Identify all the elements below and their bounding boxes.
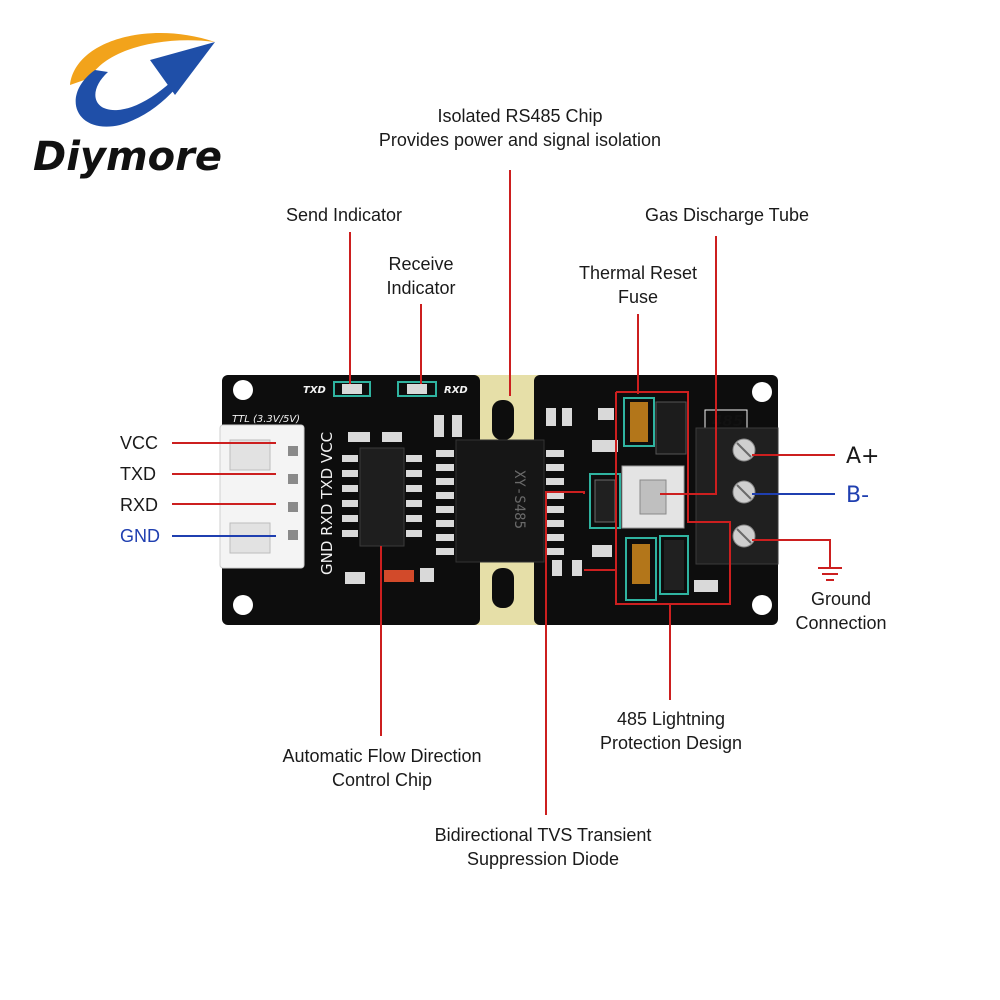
smd-part [552, 560, 562, 576]
ttl-header-slot [229, 439, 271, 471]
label-thermal-line2: Fuse [618, 287, 658, 307]
ground-symbol-icon [818, 567, 842, 581]
screw-slot [736, 442, 752, 458]
smd-part [348, 432, 370, 442]
label-gnd: GND [120, 526, 160, 546]
label-receive-line2: Indicator [386, 278, 455, 298]
isolated-rs485-chip [436, 439, 564, 563]
label-receive-line1: Receive [388, 254, 453, 274]
screw-slot [736, 528, 752, 544]
receive-led-highlight [397, 381, 437, 397]
mount-hole [233, 380, 253, 400]
send-led [342, 384, 362, 394]
lower-fuse-highlight [625, 537, 657, 601]
label-flow-line2: Control Chip [332, 770, 432, 790]
silk-txd-label: TXD [303, 385, 326, 396]
label-isolated-chip-line2: Provides power and signal isolation [379, 130, 661, 150]
lower-diode [664, 540, 684, 590]
brand-name: Diymore [33, 134, 222, 180]
smd-part [345, 572, 365, 584]
smd-part [562, 408, 572, 426]
lightning-protection-frame [615, 391, 731, 605]
smd-part [572, 560, 582, 576]
label-txd: TXD [120, 464, 156, 484]
smd-part [694, 580, 718, 592]
label-ground-line2: Connection [795, 613, 886, 633]
blue-leader-lines [172, 493, 835, 537]
rs485-module-board: TTL (3.3V/5V) GND RXD TXD VCC TXD RXD [219, 375, 779, 625]
label-lightning-line1: 485 Lightning [617, 709, 725, 729]
thermal-fuse [630, 402, 648, 442]
mount-hole [752, 595, 772, 615]
smd-part [592, 440, 618, 452]
ttl-pin [288, 530, 298, 540]
smd-part [434, 415, 444, 437]
gap-slot-top [492, 400, 514, 440]
label-isolated-chip-line1: Isolated RS485 Chip [437, 106, 602, 126]
label-tvs-line2: Suppression Diode [467, 849, 619, 869]
silk-ttl-label: TTL (3.3V/5V) [232, 414, 300, 425]
leader-gas-tube [660, 236, 717, 495]
smd-part [452, 415, 462, 437]
leader-lines [172, 170, 835, 815]
lower-diode-highlight [659, 535, 689, 595]
mount-hole [752, 382, 772, 402]
smd-part [655, 401, 687, 455]
label-gas-tube: Gas Discharge Tube [645, 205, 809, 225]
lower-fuse [632, 544, 650, 584]
smd-part [592, 545, 612, 557]
gas-discharge-tube-center [639, 479, 667, 515]
smd-part [382, 432, 402, 442]
logo-blue-swoosh [75, 45, 205, 127]
mount-hole [233, 595, 253, 615]
ttl-pin [288, 502, 298, 512]
receive-led [407, 384, 427, 394]
label-b-minus: B- [846, 483, 869, 508]
chip-marking: XY-S485 [511, 470, 527, 529]
gap-slot-bottom [492, 568, 514, 608]
diymore-logo: Diymore [33, 33, 222, 180]
smd-part [420, 568, 434, 582]
thermal-fuse-highlight [623, 397, 655, 447]
flow-control-chip [342, 447, 422, 547]
tvs-diode-highlight [589, 473, 621, 529]
label-a-plus: A+ [846, 444, 879, 469]
ttl-pin [288, 446, 298, 456]
label-thermal-line1: Thermal Reset [579, 263, 697, 283]
label-rxd: RXD [120, 495, 158, 515]
ttl-header-slot [229, 522, 271, 554]
label-lightning-line2: Protection Design [600, 733, 742, 753]
logo-orange-swoosh [70, 33, 215, 85]
silk-rxd-label: RXD [444, 385, 468, 396]
smd-part [598, 408, 614, 420]
label-flow-line1: Automatic Flow Direction [282, 746, 481, 766]
send-led-highlight [333, 381, 371, 397]
silk-485-label: 485 [711, 412, 743, 430]
screw-slot [736, 484, 752, 500]
tvs-diode [594, 479, 616, 523]
label-tvs-line1: Bidirectional TVS Transient [435, 825, 652, 845]
label-ground-line1: Ground [811, 589, 871, 609]
label-vcc: VCC [120, 433, 158, 453]
leader-ground [752, 539, 831, 568]
leader-tvs [545, 491, 585, 815]
logo-blue-tail [150, 42, 215, 95]
silk-header-pins: GND RXD TXD VCC [318, 432, 336, 575]
smd-diode [384, 570, 414, 582]
smd-part [546, 408, 556, 426]
label-send-indicator: Send Indicator [286, 205, 402, 225]
ttl-pin [288, 474, 298, 484]
